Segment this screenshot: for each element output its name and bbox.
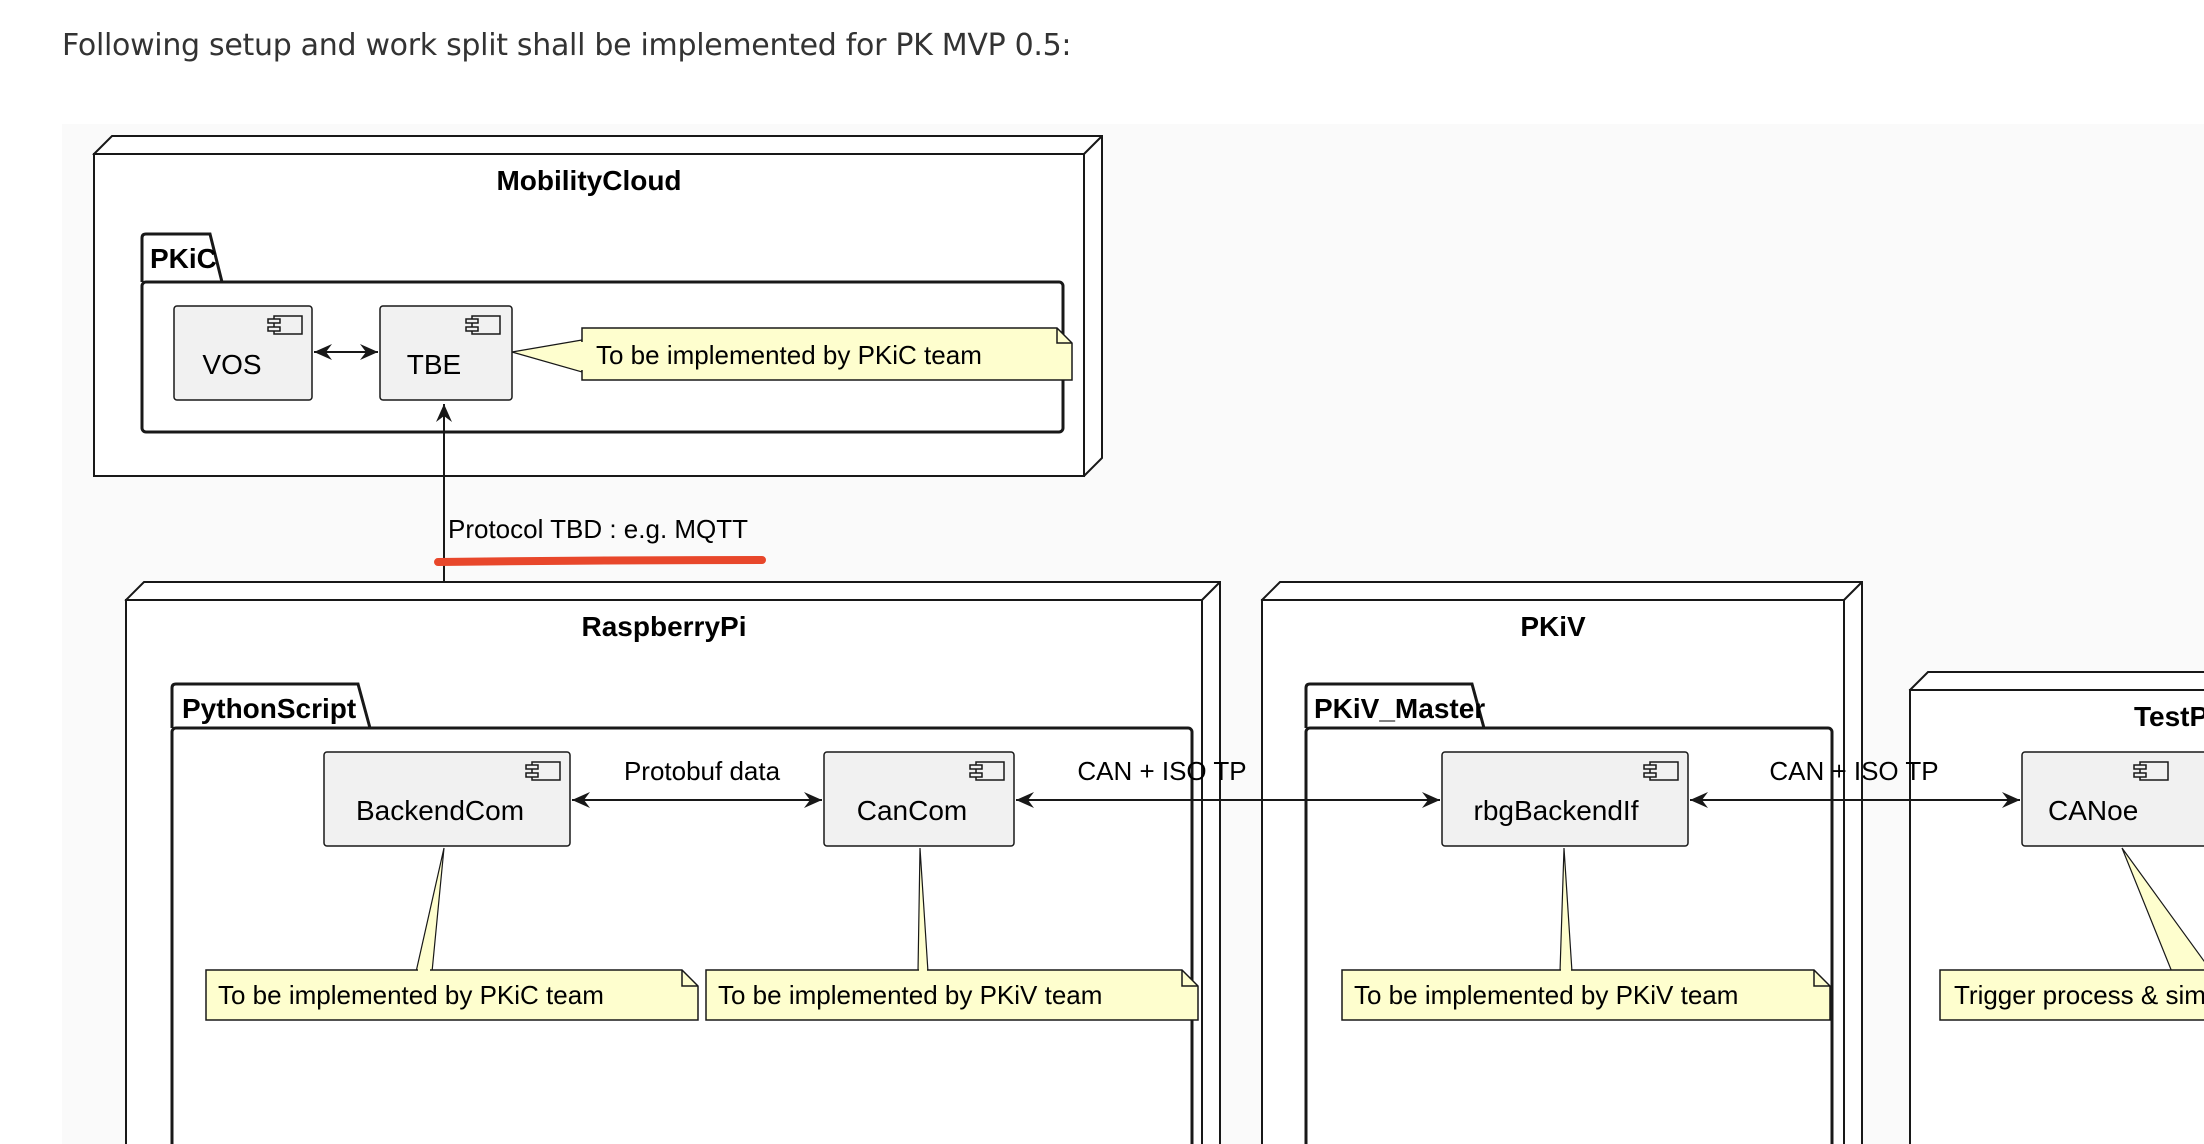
deployment-diagram: MobilityCloud PKiC VOS TBE To be impleme… [62,124,2204,1144]
note-text-tbe: To be implemented by PKiC team [596,340,982,370]
note-rbg-backend-if: To be implemented by PKiV team [1341,847,1831,1021]
package-title-python-script: PythonScript [182,693,356,724]
edge-label-protobuf: Protobuf data [624,756,781,786]
component-label-canoe: CANoe [2048,795,2138,826]
node-title-raspberry-pi: RaspberryPi [582,611,747,642]
component-can-com[interactable]: CanCom [823,751,1015,847]
component-label-rbg-backend-if: rbgBackendIf [1474,795,1639,826]
component-label-backend-com: BackendCom [356,795,524,826]
component-label-can-com: CanCom [857,795,967,826]
note-tbe: To be implemented by PKiC team [511,327,1073,381]
node-title-mobility-cloud: MobilityCloud [496,165,681,196]
note-text-backend-com: To be implemented by PKiC team [218,980,604,1010]
package-title-pkiv-master: PKiV_Master [1314,693,1485,724]
highlight-underline [434,556,766,566]
intro-text: Following setup and work split shall be … [62,28,1072,63]
edge-label-can-iso-1: CAN + ISO TP [1077,756,1246,786]
note-text-can-com: To be implemented by PKiV team [718,980,1102,1010]
component-backend-com[interactable]: BackendCom [323,751,571,847]
component-label-tbe: TBE [407,349,461,380]
node-title-pkiv: PKiV [1520,611,1586,642]
node-title-test-partial: TestP [2134,701,2204,732]
component-rbg-backend-if[interactable]: rbgBackendIf [1441,751,1689,847]
edge-label-protocol: Protocol TBD : e.g. MQTT [448,514,748,544]
note-backend-com: To be implemented by PKiC team [205,847,699,1021]
note-canoe: Trigger process & sim [1939,847,2204,1021]
note-can-com: To be implemented by PKiV team [705,847,1199,1021]
component-label-vos: VOS [202,349,261,380]
component-vos[interactable]: VOS [173,305,313,401]
note-text-canoe: Trigger process & sim [1954,980,2204,1010]
note-text-rbg-backend-if: To be implemented by PKiV team [1354,980,1738,1010]
component-tbe[interactable]: TBE [379,305,513,401]
component-canoe[interactable]: CANoe [2021,751,2204,847]
package-title-pkic: PKiC [150,243,217,274]
edge-label-can-iso-2: CAN + ISO TP [1769,756,1938,786]
